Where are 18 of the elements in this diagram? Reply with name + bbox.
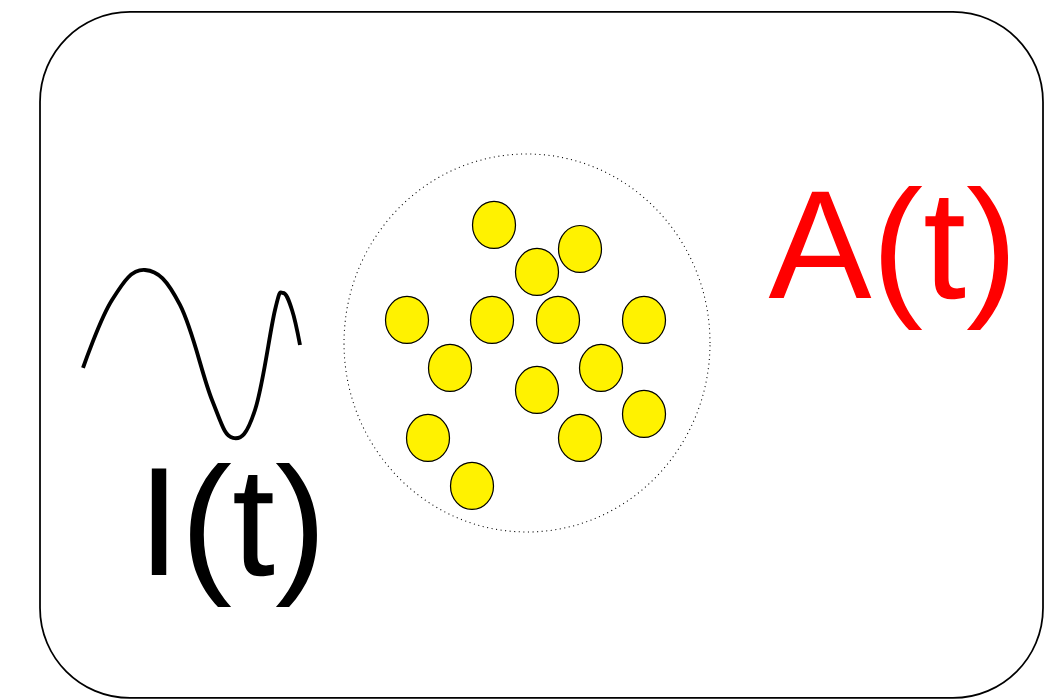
particle-circle (621, 295, 667, 345)
particle-circle (578, 343, 624, 393)
particle-circle (557, 413, 603, 463)
particle-circle (557, 224, 603, 274)
particle-circle (535, 295, 581, 345)
particle-circle (469, 295, 515, 345)
function-label: A(t) (768, 185, 1008, 331)
rounded-frame (39, 11, 1044, 699)
particle-circle (471, 200, 517, 250)
particle-circle (384, 295, 430, 345)
particle-circle (449, 461, 495, 511)
particle-circle (514, 365, 560, 415)
particle-circle (514, 247, 560, 297)
particle-circle (405, 413, 451, 463)
particle-circle (427, 343, 473, 393)
function-label: I(t) (151, 462, 317, 608)
particle-circle (621, 389, 667, 439)
dotted-circle (343, 153, 711, 533)
